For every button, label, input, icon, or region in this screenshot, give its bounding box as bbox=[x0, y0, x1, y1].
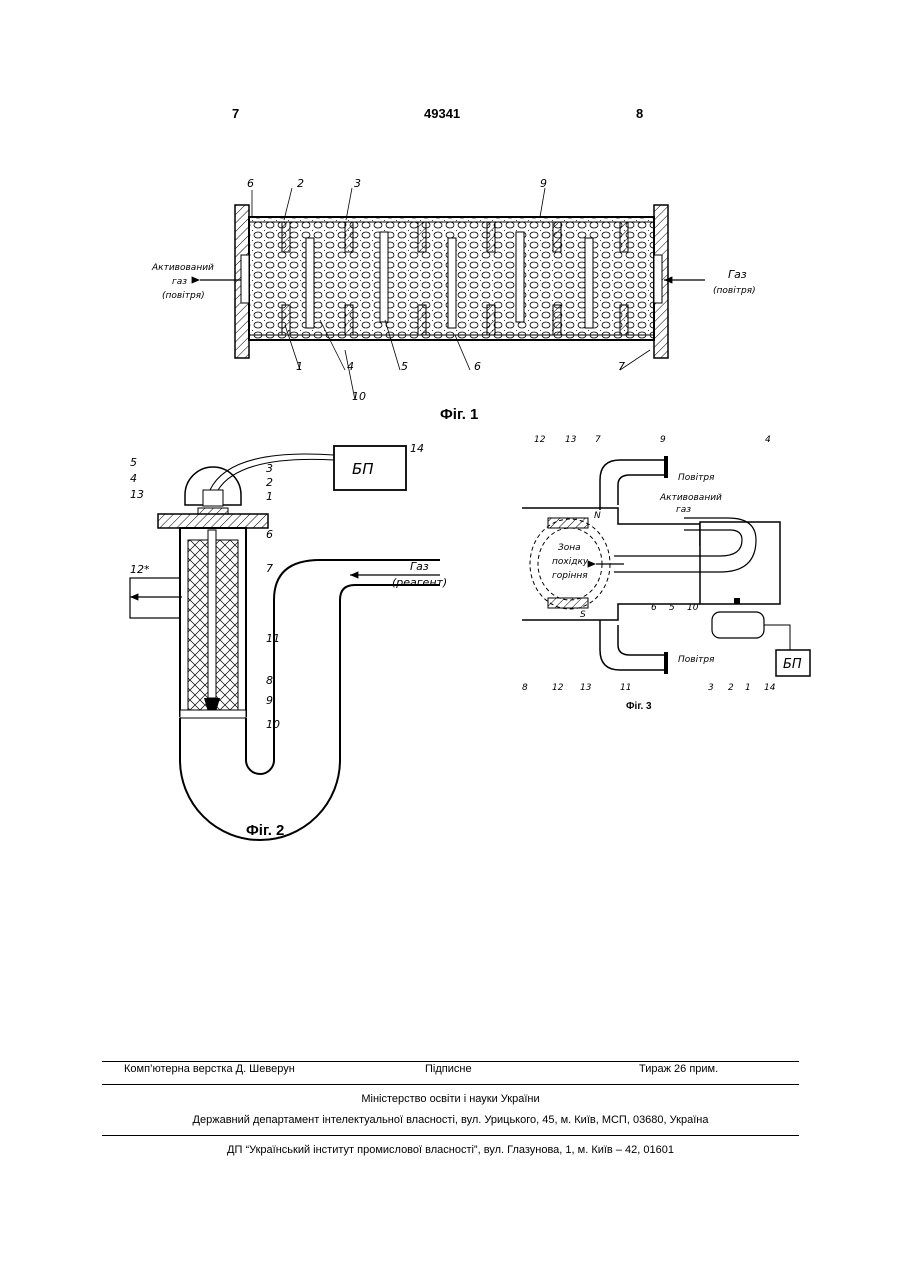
fig2-num-10: 10 bbox=[266, 718, 280, 731]
fig2-num-13: 13 bbox=[130, 488, 144, 501]
fig3-num-7: 7 bbox=[595, 435, 601, 445]
fig1-left-label-1: Активований bbox=[151, 263, 214, 273]
footer-institute: ДП “Український інститут промислової вла… bbox=[102, 1144, 799, 1156]
fig1-num-3: 3 bbox=[354, 177, 361, 190]
fig3-num-9: 9 bbox=[660, 435, 666, 445]
fig3-num-8: 8 bbox=[522, 683, 528, 693]
fig1-right-label-1: Газ bbox=[728, 268, 747, 281]
fig3-num-2: 2 bbox=[728, 683, 734, 693]
fig2-num-3: 3 bbox=[266, 462, 273, 475]
fig1-num-9: 9 bbox=[540, 177, 547, 190]
figure-1: 6 2 3 9 1 4 5 6 7 10 Активований газ (по… bbox=[151, 177, 756, 403]
footer-layout-by: Комп’ютерна верстка Д. Шеверун bbox=[124, 1063, 295, 1075]
fig2-gas-label-2: (реагент) bbox=[392, 576, 447, 589]
figure-2: БП 5 4 13 12* 3 2 1 6 7 11 8 9 10 14 Газ… bbox=[130, 442, 447, 840]
fig2-caption: Фіг. 2 bbox=[246, 822, 284, 839]
fig3-num-S: S bbox=[580, 610, 586, 620]
footer-rule-2 bbox=[102, 1084, 799, 1085]
fig3-air-top: Повітря bbox=[678, 473, 715, 483]
fig3-zone-3: горіння bbox=[552, 571, 588, 581]
footer-rule-1 bbox=[102, 1061, 799, 1062]
fig2-num-2: 2 bbox=[266, 476, 273, 489]
fig3-zone-2: похідку bbox=[552, 557, 589, 567]
fig1-right-label-2: (повітря) bbox=[713, 286, 756, 296]
fig2-num-4: 4 bbox=[130, 472, 137, 485]
fig2-num-8: 8 bbox=[266, 674, 273, 687]
fig3-num-12: 12 bbox=[534, 435, 546, 445]
fig2-num-1: 1 bbox=[266, 490, 273, 503]
fig3-num-13: 13 bbox=[565, 435, 577, 445]
fig2-num-6: 6 bbox=[266, 528, 273, 541]
fig3-num-10: 10 bbox=[687, 603, 699, 613]
fig1-num-2: 2 bbox=[297, 177, 304, 190]
fig2-gas-label-1: Газ bbox=[410, 560, 429, 573]
fig1-num-6b: 6 bbox=[474, 360, 481, 373]
fig3-num-5: 5 bbox=[669, 603, 675, 613]
fig1-caption: Фіг. 1 bbox=[440, 406, 478, 423]
fig3-num-13b: 13 bbox=[580, 683, 592, 693]
figure-3: БП Повітря Повітря Активований газ Зона … bbox=[522, 435, 810, 693]
electrode bbox=[208, 530, 216, 698]
footer-circulation: Тираж 26 прим. bbox=[639, 1063, 718, 1075]
footer-ministry: Міністерство освіти і науки України bbox=[102, 1093, 799, 1105]
u-pipe-inner bbox=[246, 560, 440, 774]
fig3-caption: Фіг. 3 bbox=[626, 701, 652, 712]
footer-department: Державний департамент інтелектуальної вл… bbox=[102, 1114, 799, 1126]
fig3-num-N: N bbox=[594, 511, 601, 521]
fig3-num-6: 6 bbox=[651, 603, 657, 613]
fig3-num-3: 3 bbox=[708, 683, 714, 693]
fig2-num-7: 7 bbox=[266, 562, 273, 575]
fig2-num-9: 9 bbox=[266, 694, 273, 707]
fig1-left-label-3: (повітря) bbox=[162, 291, 205, 301]
fig2-num-5: 5 bbox=[130, 456, 137, 469]
footer-rule-3 bbox=[102, 1135, 799, 1136]
fig2-num-14: 14 bbox=[410, 442, 424, 455]
fig1-num-10: 10 bbox=[352, 390, 366, 403]
fig3-activated-1: Активований bbox=[659, 493, 722, 503]
fig3-activated-2: газ bbox=[676, 505, 691, 515]
fig3-generator bbox=[712, 612, 764, 638]
fig3-zone-1: Зона bbox=[558, 543, 581, 553]
fig3-num-12b: 12 bbox=[552, 683, 564, 693]
fig2-num-12: 12* bbox=[130, 563, 150, 576]
fig3-num-14: 14 bbox=[764, 683, 776, 693]
fig1-num-6: 6 bbox=[247, 177, 254, 190]
fig3-num-11: 11 bbox=[620, 683, 631, 693]
fig1-num-1: 1 bbox=[296, 360, 303, 373]
fig1-num-4: 4 bbox=[347, 360, 354, 373]
fig3-air-bottom: Повітря bbox=[678, 655, 715, 665]
fig1-left-label-2: газ bbox=[172, 277, 187, 287]
footer-signed: Підписне bbox=[425, 1063, 472, 1075]
fig3-num-4: 4 bbox=[765, 435, 771, 445]
power-block-fig3-label: БП bbox=[783, 657, 802, 672]
fig3-num-1: 1 bbox=[745, 683, 751, 693]
fig1-num-7: 7 bbox=[618, 360, 625, 373]
power-block-fig2-label: БП bbox=[352, 460, 374, 478]
fig2-num-11: 11 bbox=[266, 632, 280, 645]
fig1-num-5: 5 bbox=[401, 360, 408, 373]
flange-plate bbox=[158, 514, 268, 528]
